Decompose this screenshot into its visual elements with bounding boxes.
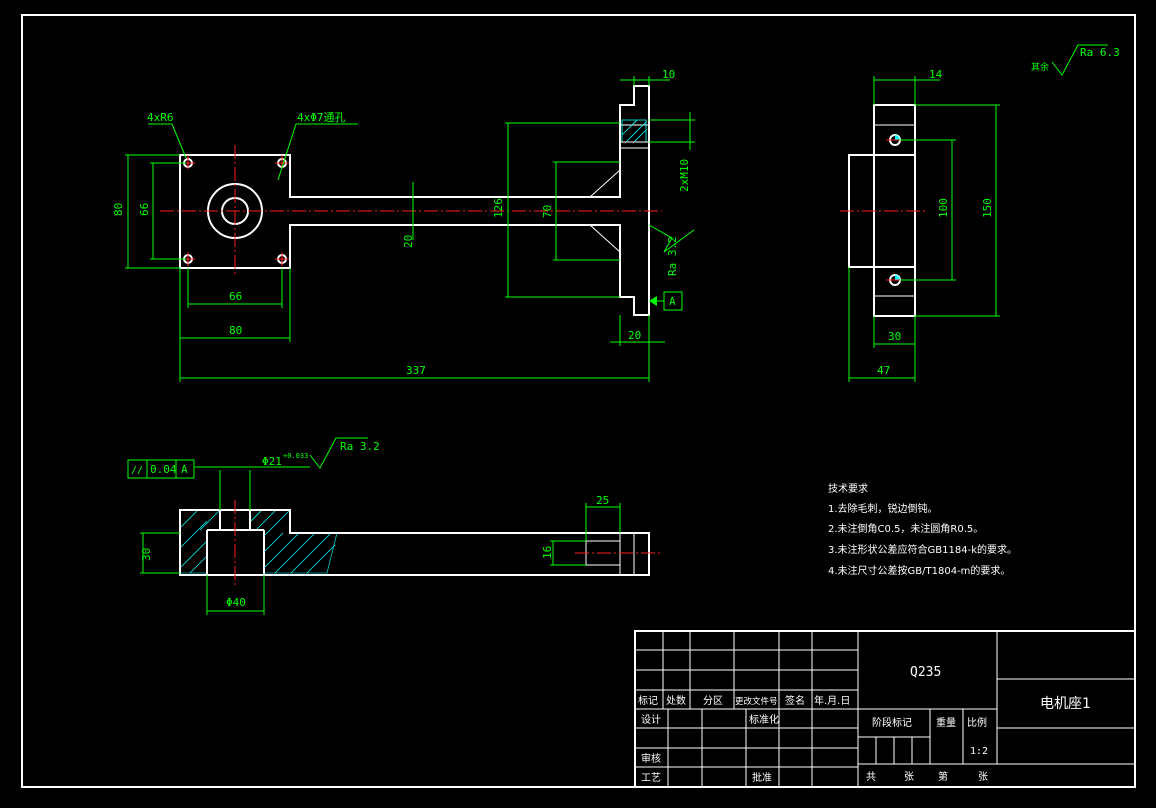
bore-tolerance: +0.033 bbox=[283, 452, 308, 460]
title-part-name: 电机座1 bbox=[1040, 696, 1091, 712]
title-material: Q235 bbox=[910, 665, 941, 680]
tech-title: 技术要求 bbox=[828, 482, 868, 495]
roughness-ra32-side: Ra 3.2 bbox=[666, 236, 679, 276]
datum-label-a: A bbox=[669, 295, 676, 308]
dim-10-flange: 10 bbox=[662, 68, 675, 81]
section-outline bbox=[179, 509, 650, 576]
tech-item-2: 2.未注倒角C0.5，未注圆角R0.5。 bbox=[828, 522, 983, 535]
tb-design: 设计 bbox=[641, 713, 661, 726]
dim-70-height: 70 bbox=[541, 205, 554, 218]
dim-16-section: 16 bbox=[541, 546, 554, 559]
dim-66-height: 66 bbox=[138, 203, 151, 216]
front-view-outline bbox=[179, 85, 650, 316]
rib-line-top bbox=[589, 169, 621, 198]
th-date: 年.月.日 bbox=[814, 694, 850, 707]
drawing-frame bbox=[21, 14, 1136, 788]
tolerance-value: 0.04 bbox=[150, 463, 177, 476]
tolerance-datum: A bbox=[181, 463, 188, 476]
tb-total: 共 bbox=[866, 771, 876, 783]
tb-sheet-no: 第 bbox=[938, 770, 948, 783]
tb-review: 审核 bbox=[641, 752, 661, 765]
tb-sheet-unit2: 张 bbox=[978, 771, 988, 783]
datum-triangle bbox=[649, 296, 657, 306]
tb-weight: 重量 bbox=[936, 716, 956, 729]
dim-47-side: 47 bbox=[877, 364, 890, 377]
side-view: 14 100 150 30 47 bbox=[840, 68, 1000, 382]
dim-337-length: 337 bbox=[406, 364, 426, 377]
dim-150-side: 150 bbox=[981, 198, 994, 218]
callout-corner-radius: 4xR6 bbox=[147, 111, 174, 124]
dim-80-width: 80 bbox=[229, 324, 242, 337]
tb-scale: 比例 bbox=[967, 716, 987, 729]
callout-through-holes: 4xΦ7通孔 bbox=[297, 111, 346, 124]
tb-approve: 批准 bbox=[752, 771, 772, 784]
th-mark: 标记 bbox=[638, 695, 658, 707]
roughness-general-prefix: 其余 bbox=[1031, 61, 1049, 73]
bore-diameter-dim: Φ21 bbox=[262, 455, 282, 468]
roughness-general-value: Ra 6.3 bbox=[1080, 46, 1120, 59]
roughness-general: 其余 Ra 6.3 bbox=[1031, 44, 1120, 76]
dim-40-section: Φ40 bbox=[226, 596, 246, 609]
dim-20-web: 20 bbox=[402, 235, 415, 248]
dim-20-bottom: 20 bbox=[628, 329, 641, 342]
rib-line-bottom bbox=[589, 224, 621, 253]
dim-80-height: 80 bbox=[112, 203, 125, 216]
front-view: 4xR6 4xΦ7通孔 80 66 66 80 337 20 126 70 10… bbox=[112, 68, 695, 382]
dim-25-section: 25 bbox=[596, 494, 609, 507]
title-block: Q235 电机座1 标记 处数 分区 更改文件号 签名 年.月.日 设计 标准化… bbox=[634, 630, 1136, 788]
dim-100-side: 100 bbox=[937, 198, 950, 218]
tb-process: 工艺 bbox=[641, 772, 661, 784]
th-change-doc: 更改文件号 bbox=[735, 696, 778, 707]
dim-30-section: 30 bbox=[140, 548, 153, 561]
tech-requirements: 技术要求 1.去除毛刺，锐边倒钝。 2.未注倒角C0.5，未注圆角R0.5。 3… bbox=[828, 482, 1017, 577]
tech-item-1: 1.去除毛刺，锐边倒钝。 bbox=[828, 502, 938, 515]
tech-item-3: 3.未注形状公差应符合GB1184-k的要求。 bbox=[828, 543, 1017, 556]
section-roughness: Ra 3.2 bbox=[340, 440, 380, 453]
th-count: 处数 bbox=[666, 694, 686, 707]
tb-scale-value: 1:2 bbox=[970, 746, 988, 757]
dim-thread-2xm10: 2xM10 bbox=[678, 159, 691, 192]
dim-14-side: 14 bbox=[929, 68, 943, 81]
dim-30-side: 30 bbox=[888, 330, 901, 343]
tolerance-symbol: // bbox=[131, 465, 143, 476]
dim-126-height: 126 bbox=[492, 198, 505, 218]
th-sign: 签名 bbox=[785, 694, 805, 707]
tb-stage-mark: 阶段标记 bbox=[872, 716, 912, 729]
tech-item-4: 4.未注尺寸公差按GB/T1804-m的要求。 bbox=[828, 564, 1010, 577]
tb-standardization: 标准化 bbox=[749, 713, 779, 726]
th-zone: 分区 bbox=[703, 695, 723, 707]
dim-66-width: 66 bbox=[229, 290, 242, 303]
tb-sheet-unit: 张 bbox=[904, 771, 914, 783]
section-view: // 0.04 A Φ21 +0.033 Ra 3.2 30 Φ40 25 16 bbox=[127, 437, 660, 615]
